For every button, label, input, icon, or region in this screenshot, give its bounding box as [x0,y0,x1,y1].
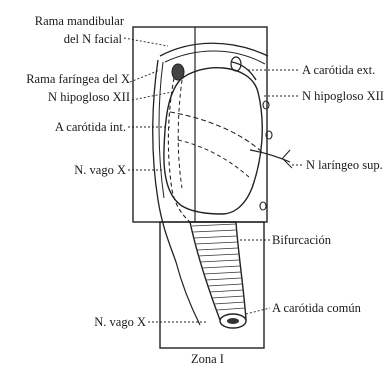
label-rama-mandibular-2: del N facial [64,32,122,46]
vagus-nerve-inner [159,62,164,198]
label-laringeo-sup: N laríngeo sup. [306,158,383,172]
label-hipogloso-right: N hipogloso XII [302,89,384,103]
label-vago-lower: N. vago X [94,315,146,329]
label-carotida-ext: A carótida ext. [302,63,375,77]
mandibular-nerve-branch-lower [165,51,265,64]
label-rama-faringea: Rama faríngea del X [26,72,130,86]
vagus-nerve-lower [176,262,200,325]
label-zona: Zona I [191,352,224,366]
label-vago-upper: N. vago X [74,163,126,177]
zone-one-box [160,222,264,348]
common-carotid-lumen-inner [227,318,239,324]
leader-hipogloso-left [132,92,172,100]
label-carotida-comun: A carótida común [272,301,361,315]
leader-carotida-comun [246,308,270,314]
label-rama-mandibular-1: Rama mandibular [35,14,124,28]
label-carotida-int: A carótida int. [55,120,126,134]
hypoglossal-nerve-path [170,112,262,152]
mandibular-nerve-branch [160,43,268,56]
vessel-nodule-3 [260,202,266,210]
pharyngeal-branch-stump [172,64,184,80]
hypoglossal-nerve-lower [178,140,250,178]
label-bifurcacion: Bifurcación [272,233,331,247]
internal-carotid-artery [168,78,190,222]
label-hipogloso-left: N hipogloso XII [48,90,130,104]
leader-mandibular [124,38,168,46]
vessel-nodule-1 [263,101,269,109]
internal-carotid-artery-inner [178,80,182,188]
